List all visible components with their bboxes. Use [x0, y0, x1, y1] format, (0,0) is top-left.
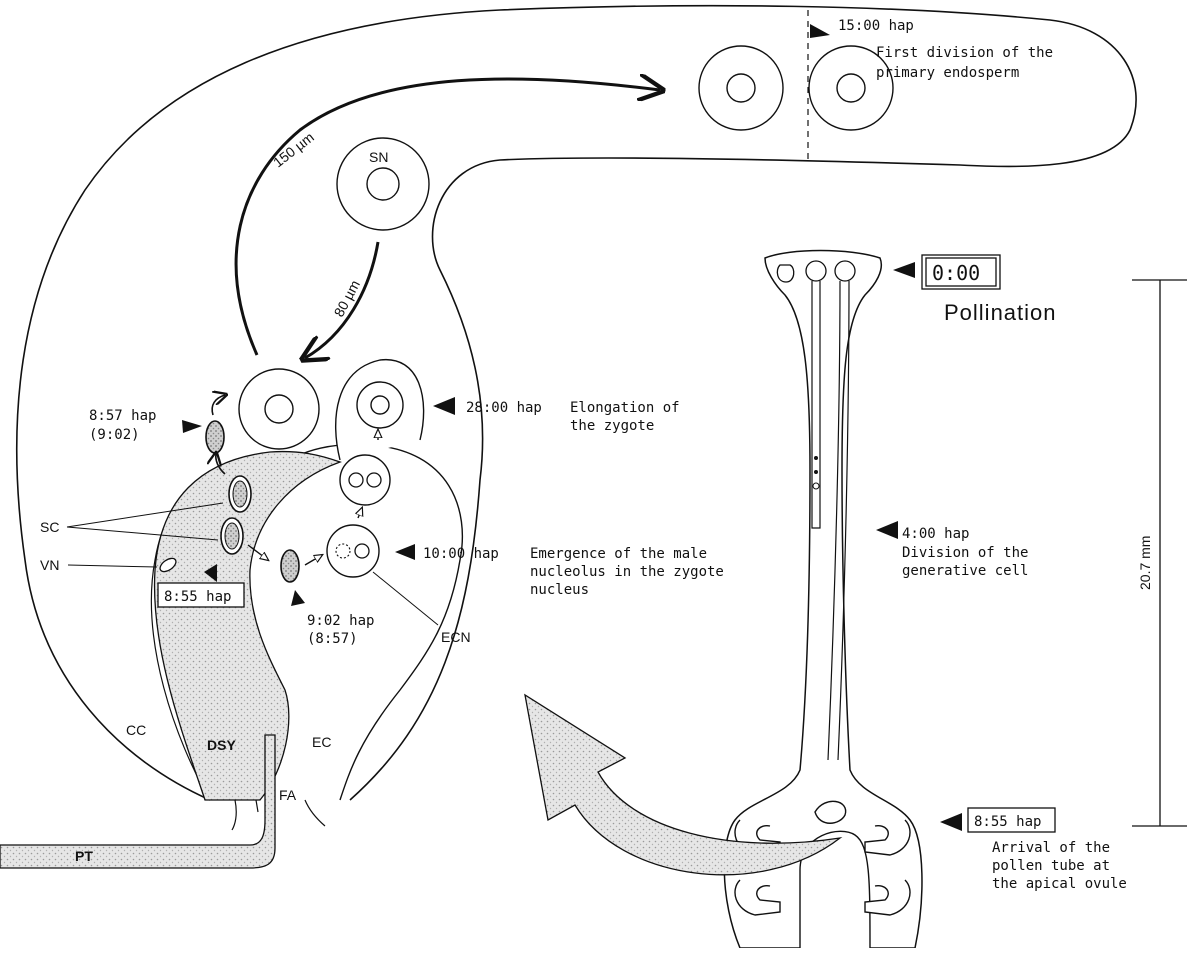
tube-nucleus-2: [814, 470, 818, 474]
open-arrow-3: [305, 555, 322, 565]
label-ec: EC: [312, 734, 331, 750]
ecn-leader: [373, 572, 438, 625]
label-sc: SC: [40, 519, 59, 535]
open-arrow-2: [358, 508, 362, 518]
time-400: 4:00 hap: [902, 526, 969, 542]
marker-400: [876, 521, 898, 539]
label-vn: VN: [40, 557, 59, 573]
egg-cell-nucleus: [327, 525, 379, 577]
time-1000: 10:00 hap: [423, 546, 499, 562]
marker-pollination: [893, 262, 915, 278]
arrival-1: Arrival of the: [992, 840, 1110, 856]
time-2800: 28:00 hap: [466, 400, 542, 416]
time-902-alt: (8:57): [307, 631, 358, 647]
polar-nucleus: [239, 369, 319, 449]
sperm-cell-travel: [206, 421, 224, 453]
sperm-cell-upper: [229, 476, 251, 512]
marker-855-pistil: [940, 813, 962, 831]
time-857-alt: (9:02): [89, 427, 140, 443]
desc-2800-2: the zygote: [570, 418, 654, 434]
time-855-pistil: 8:55 hap: [974, 814, 1041, 830]
stigma-grain-2: [835, 261, 855, 281]
sperm-cell-lower: [221, 518, 243, 554]
label-sn: SN: [369, 149, 388, 165]
desc-1000-2: nucleolus in the zygote: [530, 564, 724, 580]
desc-1500-1: First division of the: [876, 45, 1053, 61]
fusing-nucleus: [340, 455, 390, 505]
label-cc: CC: [126, 722, 146, 738]
arrival-2: pollen tube at: [992, 858, 1110, 874]
pollination-label: Pollination: [944, 300, 1057, 325]
time-855-box: 8:55 hap: [164, 589, 231, 605]
marker-857: [182, 420, 202, 433]
desc-400-1: Division of the: [902, 545, 1028, 561]
desc-2800-1: Elongation of: [570, 400, 680, 416]
arrival-3: the apical ovule: [992, 876, 1127, 892]
zygote-nucleolus: [371, 396, 389, 414]
stigma-lobe: [777, 265, 793, 282]
endosperm-nucleus-left: [699, 46, 783, 130]
clock-time: 0:00: [932, 261, 980, 285]
label-fa: FA: [279, 787, 297, 803]
filiform-apparatus: [232, 800, 325, 830]
label-ecn: ECN: [441, 629, 471, 645]
arrow-150um: [236, 79, 660, 355]
time-902: 9:02 hap: [307, 613, 374, 629]
desc-1000-1: Emergence of the male: [530, 546, 707, 562]
marker-15h: [810, 24, 830, 38]
tube-nucleus-1: [814, 456, 818, 460]
stigma-grain-1: [806, 261, 826, 281]
marker-902: [291, 590, 305, 606]
scale-label: 20.7 mm: [1137, 536, 1153, 590]
desc-1500-2: primary endosperm: [876, 65, 1019, 81]
vn-leader: [68, 565, 157, 567]
sperm-arrow-a: [212, 395, 225, 415]
label-pt: PT: [75, 848, 93, 864]
label-dsy: DSY: [207, 737, 236, 753]
time-857: 8:57 hap: [89, 408, 156, 424]
sperm-cell-egg: [281, 550, 299, 582]
desc-400-2: generative cell: [902, 563, 1028, 579]
time-1500: 15:00 hap: [838, 18, 914, 34]
tube-nucleus-3: [813, 483, 819, 489]
marker-28h: [433, 397, 455, 415]
marker-1000: [395, 544, 415, 560]
desc-1000-3: nucleus: [530, 582, 589, 598]
